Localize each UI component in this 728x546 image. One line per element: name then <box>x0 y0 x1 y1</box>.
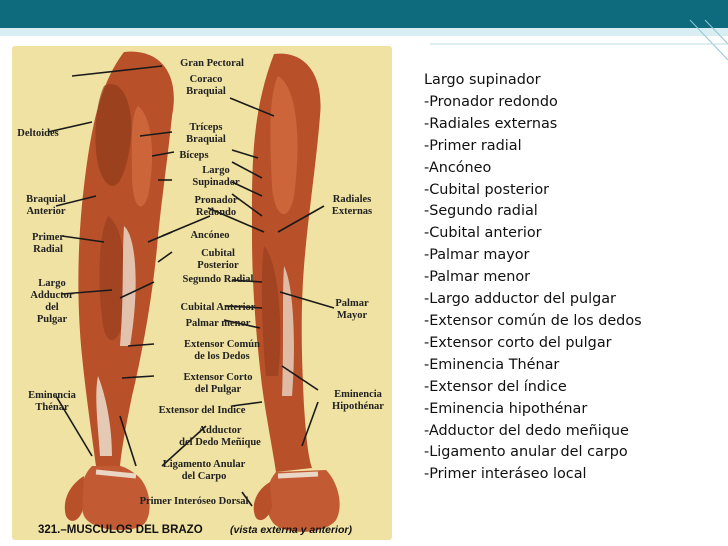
list-item: -Palmar mayor <box>424 247 530 264</box>
figure-caption-main: 321.–MUSCULOS DEL BRAZO <box>38 524 203 536</box>
figure-label-line: Extensor del Indice <box>159 405 246 416</box>
figure-label-line: Largo <box>202 165 229 176</box>
list-item: -Eminencia hipothénar <box>424 400 588 417</box>
muscle-list: Largo supinador -Pronador redondo -Radia… <box>424 70 724 486</box>
list-item: Largo supinador <box>424 72 541 88</box>
figure-label-line: Anterior <box>26 206 65 217</box>
figure-label-line: Redondo <box>196 207 236 218</box>
list-item: -Cubital anterior <box>424 225 542 242</box>
list-item: -Primer radial <box>424 137 522 154</box>
figure-caption-sub: (vista externa y anterior) <box>230 524 352 536</box>
figure-label-line: Primer Interóseo Dorsal <box>140 496 249 507</box>
figure-label: Cubital Anterior <box>181 302 256 313</box>
list-item: -Radiales externas <box>424 115 558 132</box>
figure-label-line: Extensor Corto <box>184 372 253 383</box>
figure-label: Ancóneo <box>190 230 229 241</box>
figure-label: Segundo Radial <box>183 274 254 285</box>
figure-label-line: Externas <box>332 206 372 217</box>
figure-label-line: Adductor <box>198 425 242 436</box>
figure-label-line: Tríceps <box>189 122 222 133</box>
figure-label-line: Braquial <box>26 194 66 205</box>
figure-label-line: Eminencia <box>28 390 77 401</box>
figure-label-line: Radiales <box>333 194 372 205</box>
list-item: -Ancóneo <box>424 159 492 176</box>
figure-label-line: Extensor Común <box>184 339 260 350</box>
figure-label-line: Pulgar <box>37 314 68 325</box>
figure-label-line: Pronador <box>195 195 238 206</box>
list-item: -Extensor del índice <box>424 378 567 395</box>
list-item: -Largo adductor del pulgar <box>424 291 616 308</box>
figure-label: Extensor del Indice <box>159 405 246 416</box>
figure-label-line: Segundo Radial <box>183 274 254 285</box>
figure-label-line: Ancóneo <box>190 230 229 241</box>
figure-label-line: Palmar menor <box>186 318 251 329</box>
figure-label-line: Adductor <box>30 290 74 301</box>
figure-label-line: Supinador <box>192 177 240 188</box>
figure-label-line: Cubital Anterior <box>181 302 256 313</box>
list-item: -Cubital posterior <box>424 181 550 198</box>
figure-label-line: Mayor <box>337 310 368 321</box>
list-item: -Adductor del dedo meñique <box>424 422 629 439</box>
decorative-corner-lines <box>430 19 728 60</box>
figure-label-line: del Carpo <box>182 471 227 482</box>
figure-label-line: del <box>45 302 59 313</box>
figure-label-line: Deltoides <box>17 128 58 139</box>
figure-label-line: Cubital <box>201 248 235 259</box>
figure-label-line: Eminencia <box>334 389 383 400</box>
figure-label-line: del Pulgar <box>195 384 242 395</box>
list-item: -Pronador redondo <box>424 93 558 110</box>
list-item: -Palmar menor <box>424 269 531 286</box>
figure-label-line: Thénar <box>35 402 69 413</box>
header-accent-band <box>0 28 728 36</box>
figure-label-line: Coraco <box>190 74 223 85</box>
figure-label: Primer Interóseo Dorsal <box>140 496 249 507</box>
figure-label-line: Posterior <box>197 260 239 271</box>
figure-label-line: de los Dedos <box>194 351 249 362</box>
list-item: -Eminencia Thénar <box>424 356 560 373</box>
figure-label-line: Braquial <box>186 134 226 145</box>
figure-label: Gran Pectoral <box>180 58 244 69</box>
list-item: -Extensor común de los dedos <box>424 312 642 329</box>
header-bar <box>0 0 728 28</box>
figure-label-line: Palmar <box>335 298 369 309</box>
list-item: -Extensor corto del pulgar <box>424 334 612 351</box>
list-item: -Primer interáseo local <box>424 466 587 483</box>
figure-label-line: Gran Pectoral <box>180 58 244 69</box>
figure-label-line: Largo <box>38 278 65 289</box>
figure-label: Deltoides <box>17 128 58 139</box>
left-arm-drawing <box>64 51 174 531</box>
figure-label-line: Primer <box>32 232 64 243</box>
figure-label-line: Hipothénar <box>332 401 384 412</box>
figure-label: Palmar menor <box>186 318 251 329</box>
leader-lines <box>47 65 335 507</box>
figure-label-line: Radial <box>33 244 63 255</box>
figure-label-line: del Dedo Meñique <box>179 437 261 448</box>
right-arm-drawing <box>251 53 340 532</box>
list-item: -Segundo radial <box>424 203 538 220</box>
list-item: -Ligamento anular del carpo <box>424 444 628 461</box>
figure-label-line: Braquial <box>186 86 226 97</box>
figure-label-line: Ligamento Anular <box>163 459 246 470</box>
figure-label-line: Bíceps <box>179 150 208 161</box>
figure-label: Bíceps <box>179 150 208 161</box>
